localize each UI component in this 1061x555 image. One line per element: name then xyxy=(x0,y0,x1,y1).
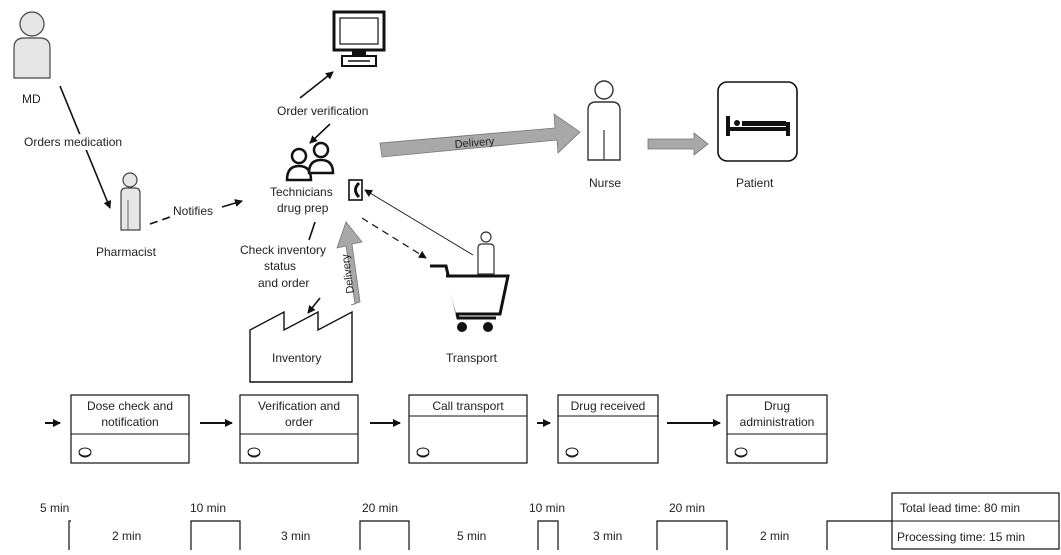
orders-medication-bg xyxy=(22,134,142,150)
wait-time: 20 min xyxy=(362,501,398,515)
delivery-main-arrow xyxy=(379,113,581,158)
process-box-dose-check: Dose check and notification xyxy=(70,394,190,464)
kaizen-operator-icon xyxy=(734,447,748,458)
process-box-title: Call transport xyxy=(432,399,504,413)
process-box-title: Verification and xyxy=(258,399,340,413)
wait-time: 20 min xyxy=(669,501,705,515)
processing-time: Processing time: 15 min xyxy=(897,530,1025,544)
timeline: 5 min 10 min 20 min 10 min 20 min 2 min … xyxy=(40,492,1060,550)
factory-icon xyxy=(249,310,353,383)
to-inventory-arrow xyxy=(307,297,321,314)
check-inventory-label-2: status xyxy=(264,259,296,273)
order-verification-label: Order verification xyxy=(277,104,368,118)
check-inventory-label-3: and order xyxy=(258,276,309,290)
delivery-inventory-label: Delivery xyxy=(339,253,356,295)
kaizen-operator-icon xyxy=(78,447,92,458)
pharmacist-icon xyxy=(120,172,141,231)
kaizen-operator-icon xyxy=(247,447,261,458)
delivery-main-label: Delivery xyxy=(454,136,495,151)
technicians-sublabel: drug prep xyxy=(277,201,329,215)
process-box-verification: Verification and order xyxy=(239,394,359,464)
nurse-icon xyxy=(587,80,621,161)
process-box-title: administration xyxy=(740,415,815,429)
technicians-icon xyxy=(285,141,335,182)
process-box-drug-received: Drug received xyxy=(557,394,659,464)
wait-time: 10 min xyxy=(190,501,226,515)
check-inventory-label-1: Check inventory xyxy=(240,243,326,257)
process-box-title: Dose check and xyxy=(87,399,173,413)
total-lead-time: Total lead time: 80 min xyxy=(900,501,1020,515)
summary-box: Total lead time: 80 min Processing time:… xyxy=(891,492,1060,550)
kaizen-operator-icon xyxy=(565,447,579,458)
tech-to-check-line xyxy=(308,221,316,241)
wait-time: 10 min xyxy=(529,501,565,515)
process-box-drug-administration: Drug administration xyxy=(726,394,828,464)
notifies-label: Notifies xyxy=(173,204,213,218)
pharmacist-label: Pharmacist xyxy=(96,245,157,259)
process-row: Dose check and notification Verification… xyxy=(45,394,828,464)
cart-icon xyxy=(430,264,510,332)
md-icon xyxy=(13,11,51,79)
wait-time: 5 min xyxy=(40,501,69,515)
transport-label: Transport xyxy=(446,351,498,365)
transport-to-tech-arrow xyxy=(364,189,474,256)
notifies-line xyxy=(149,216,171,225)
tech-to-transport-arrow xyxy=(361,217,427,259)
process-time: 5 min xyxy=(457,529,486,543)
process-box-title: notification xyxy=(101,415,158,429)
timeline-ladder xyxy=(68,520,892,550)
transport-person-icon xyxy=(477,231,495,275)
process-box-title: Drug received xyxy=(571,399,646,413)
delivery-inventory-arrow xyxy=(336,221,363,306)
notifies-arrow xyxy=(221,199,243,208)
md-label: MD xyxy=(22,92,41,106)
orders-medication-label: Orders medication xyxy=(24,135,122,149)
process-time: 2 min xyxy=(112,529,141,543)
process-box-call-transport: Call transport xyxy=(408,394,528,464)
kaizen-operator-icon xyxy=(416,447,430,458)
process-time: 3 min xyxy=(281,529,310,543)
process-time: 2 min xyxy=(760,529,789,543)
bed-icon xyxy=(717,81,798,162)
process-time: 3 min xyxy=(593,529,622,543)
nurse-label: Nurse xyxy=(589,176,621,190)
patient-label: Patient xyxy=(736,176,774,190)
process-box-title: Drug xyxy=(764,399,790,413)
to-computer-arrow xyxy=(299,71,334,99)
computer-icon xyxy=(332,10,386,67)
inventory-label: Inventory xyxy=(272,351,321,365)
phone-icon xyxy=(348,179,363,201)
from-computer-arrow xyxy=(309,123,331,144)
technicians-label: Technicians xyxy=(270,185,333,199)
nurse-to-patient-arrow xyxy=(647,132,709,156)
process-box-title: order xyxy=(285,415,313,429)
